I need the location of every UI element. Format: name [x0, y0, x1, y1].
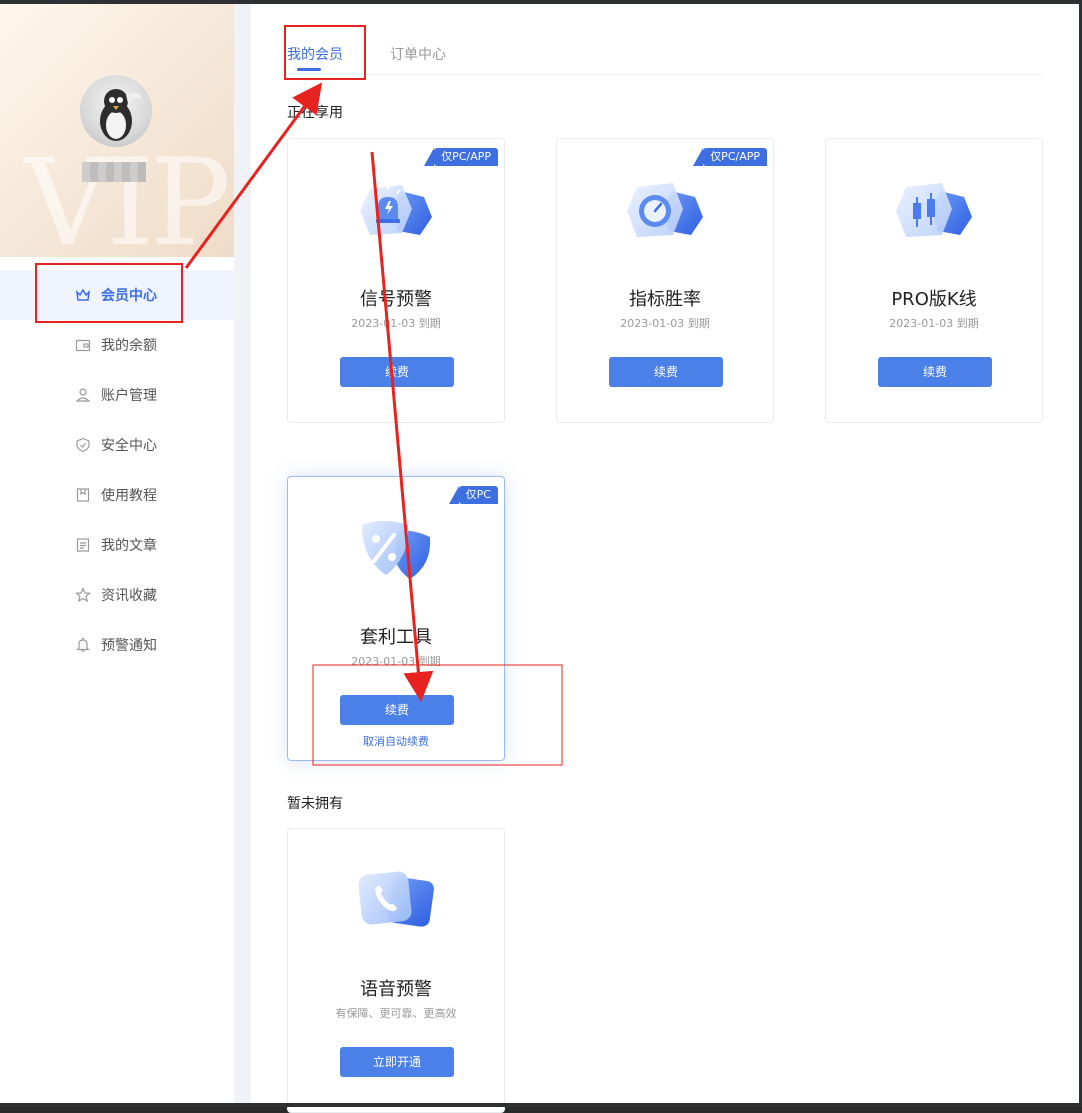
nav-item-account[interactable]: 账户管理	[0, 370, 234, 420]
membership-card: PRO版K线 2023-01-03 到期 续费	[825, 138, 1043, 423]
crown-icon	[75, 287, 91, 303]
vip-watermark: VIP	[24, 134, 231, 258]
siren-icon	[352, 171, 442, 251]
main-panel: 我的会员 订单中心 正在享用 仅PC/APP	[251, 4, 1079, 1113]
card-title: 语音预警	[360, 979, 432, 1000]
nav-label: 账户管理	[101, 388, 157, 404]
nav-item-tutorial[interactable]: 使用教程	[0, 470, 234, 520]
star-icon	[75, 587, 91, 603]
platform-badge: 仅PC/APP	[693, 148, 767, 166]
section-title-inactive: 暂未拥有	[287, 796, 343, 812]
card-title: PRO版K线	[891, 289, 977, 310]
nav-item-member-center[interactable]: 会员中心	[0, 270, 234, 320]
membership-card: 仅PC/APP 信号预警 2023-01-03 到期 续费	[287, 138, 505, 423]
renew-button[interactable]: 续费	[340, 357, 454, 387]
renew-button[interactable]: 续费	[609, 357, 723, 387]
nav-label: 资讯收藏	[101, 588, 157, 604]
wallet-icon	[75, 337, 91, 353]
username-blurred	[82, 162, 146, 182]
cancel-auto-renew-link[interactable]: 取消自动续费	[363, 735, 429, 748]
platform-badge: 仅PC/APP	[424, 148, 498, 166]
tab-bar: 我的会员 订单中心	[287, 30, 1043, 75]
nav-label: 我的余额	[101, 338, 157, 354]
sidebar: VIP 会员中心	[0, 4, 234, 1103]
tab-order-center[interactable]: 订单中心	[390, 47, 446, 63]
tab-my-membership[interactable]: 我的会员	[287, 47, 343, 63]
shield-icon	[75, 437, 91, 453]
nav-label: 会员中心	[101, 288, 157, 304]
avatar[interactable]	[80, 75, 152, 147]
membership-card: 语音预警 有保障、更可靠、更高效 立即开通	[287, 828, 505, 1113]
candlestick-icon	[890, 171, 980, 251]
nav-label: 我的文章	[101, 538, 157, 554]
bottom-edge	[0, 1103, 1082, 1107]
nav-label: 使用教程	[101, 488, 157, 504]
nav-label: 安全中心	[101, 438, 157, 454]
section-title-active: 正在享用	[287, 105, 343, 121]
bell-icon	[75, 637, 91, 653]
card-title: 套利工具	[360, 627, 432, 648]
renew-button[interactable]: 续费	[340, 695, 454, 725]
activate-button[interactable]: 立即开通	[340, 1047, 454, 1077]
card-title: 信号预警	[360, 289, 432, 310]
top-edge	[0, 0, 1082, 4]
user-icon	[75, 387, 91, 403]
membership-card-arbitrage: 仅PC 套利工具 2023-01-03 到期 续费 取消自动续费	[287, 476, 505, 761]
renew-button[interactable]: 续费	[878, 357, 992, 387]
tab-active-indicator	[297, 68, 321, 71]
nav-item-balance[interactable]: 我的余额	[0, 320, 234, 370]
profile-header: VIP	[0, 4, 234, 257]
membership-card: 仅PC/APP 指标胜率 2023-01-03 到期 续费	[556, 138, 774, 423]
nav-item-favorites[interactable]: 资讯收藏	[0, 570, 234, 620]
nav-item-alerts[interactable]: 预警通知	[0, 620, 234, 670]
expiry-date: 2023-01-03 到期	[351, 655, 441, 668]
bookmark-icon	[75, 487, 91, 503]
article-icon	[75, 537, 91, 553]
percent-shield-icon	[352, 509, 442, 589]
expiry-date: 2023-01-03 到期	[351, 317, 441, 330]
expiry-date: 2023-01-03 到期	[889, 317, 979, 330]
card-subtitle: 有保障、更可靠、更高效	[335, 1007, 457, 1020]
nav-item-articles[interactable]: 我的文章	[0, 520, 234, 570]
expiry-date: 2023-01-03 到期	[620, 317, 710, 330]
platform-badge: 仅PC	[448, 486, 498, 504]
nav-label: 预警通知	[101, 638, 157, 654]
card-title: 指标胜率	[629, 289, 701, 310]
gauge-icon	[621, 171, 711, 251]
sidebar-nav: 会员中心 我的余额 账户管理 安全中心	[0, 270, 234, 670]
nav-item-security[interactable]: 安全中心	[0, 420, 234, 470]
phone-icon	[352, 861, 442, 941]
right-edge	[1079, 0, 1082, 1107]
